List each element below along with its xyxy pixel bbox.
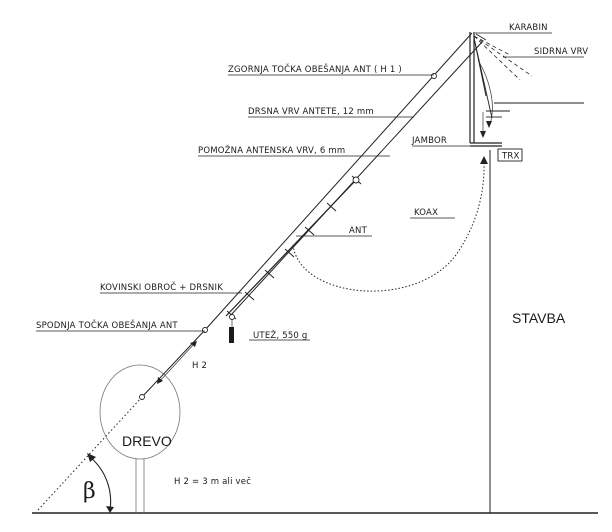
label-utez: UTEŽ, 550 g bbox=[253, 329, 308, 341]
label-drevo: DREVO bbox=[122, 433, 172, 449]
antenna-wire bbox=[225, 179, 357, 317]
tree-crown bbox=[99, 364, 181, 460]
coax-arrow bbox=[480, 156, 488, 164]
angle-arrow-top bbox=[87, 453, 96, 462]
label-pomozna: POMOŽNA ANTENSKA VRV, 6 mm bbox=[198, 144, 345, 156]
upper-hang-point bbox=[431, 73, 437, 79]
metal-ring bbox=[229, 314, 235, 320]
down-arrow-right bbox=[486, 121, 492, 128]
label-stavba: STAVBA bbox=[512, 310, 566, 326]
mast bbox=[469, 32, 584, 147]
antenna-top-ring bbox=[352, 176, 360, 184]
h2-arrow-head-low bbox=[157, 377, 163, 384]
angle-arc bbox=[89, 456, 112, 511]
label-h2-note: H 2 = 3 m ali več bbox=[174, 476, 251, 487]
trx-box bbox=[497, 148, 523, 162]
label-ant: ANT bbox=[349, 226, 368, 236]
label-kovinski: KOVINSKI OBROČ + DRSNIK bbox=[100, 281, 223, 293]
anchor-ropes bbox=[473, 33, 533, 81]
h2-arrow-head-high bbox=[190, 341, 197, 347]
label-sidrna-vrv: SIDRNA VRV bbox=[534, 47, 588, 57]
trx-label: TRX bbox=[501, 152, 520, 162]
h2-arrow-line bbox=[158, 343, 195, 383]
tree-hang-point bbox=[139, 394, 145, 400]
weight-block bbox=[229, 327, 234, 343]
label-drsna: DRSNA VRV ANTETE, 12 mm bbox=[248, 107, 374, 117]
label-karabin: KARABIN bbox=[509, 23, 548, 33]
dotted-extension bbox=[37, 396, 143, 511]
coax-cable bbox=[292, 159, 485, 292]
label-koax: KOAX bbox=[414, 208, 438, 218]
down-arrow-left bbox=[480, 131, 486, 138]
leader-lines bbox=[36, 32, 584, 341]
label-beta: β bbox=[83, 479, 96, 504]
sliding-rope bbox=[204, 32, 473, 331]
lower-hang-point bbox=[202, 327, 208, 333]
label-zgornja: ZGORNJA TOČKA OBEŠANJA ANT ( H 1 ) bbox=[228, 63, 402, 75]
label-jambor: JAMBOR bbox=[411, 136, 447, 146]
label-h2: H 2 bbox=[192, 361, 207, 371]
mast-pulley-rope bbox=[477, 59, 493, 125]
label-spodnja: SPODNJA TOČKA OBEŠANJA ANT bbox=[36, 319, 178, 331]
angle-arrow-bottom bbox=[106, 506, 114, 513]
lower-rope bbox=[141, 329, 206, 398]
